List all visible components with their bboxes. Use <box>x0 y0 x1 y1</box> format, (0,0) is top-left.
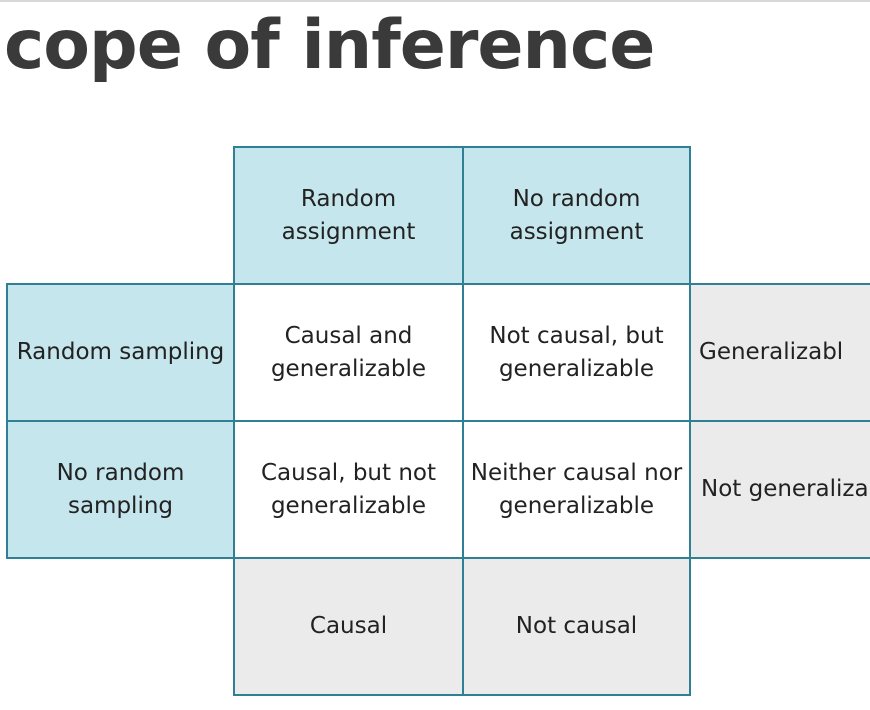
header-random-sampling: Random sampling <box>6 283 235 422</box>
summary-not-causal: Not causal <box>462 557 691 696</box>
cell-causal-but-not-generalizable: Causal, but not generalizable <box>233 420 464 559</box>
top-rule <box>0 0 870 2</box>
cell-neither-causal-nor-generalizable: Neither causal nor generalizable <box>462 420 691 559</box>
cell-causal-and-generalizable: Causal and generalizable <box>233 283 464 422</box>
summary-causal: Causal <box>233 557 464 696</box>
summary-not-generalizable: Not generaliza <box>689 420 870 559</box>
header-random-assignment: Random assignment <box>233 146 464 285</box>
cell-not-causal-but-generalizable: Not causal, but generalizable <box>462 283 691 422</box>
header-no-random-sampling: No random sampling <box>6 420 235 559</box>
header-no-random-assignment: No random assignment <box>462 146 691 285</box>
page-title: cope of inference <box>4 6 655 85</box>
summary-generalizable: Generalizabl <box>689 283 870 422</box>
